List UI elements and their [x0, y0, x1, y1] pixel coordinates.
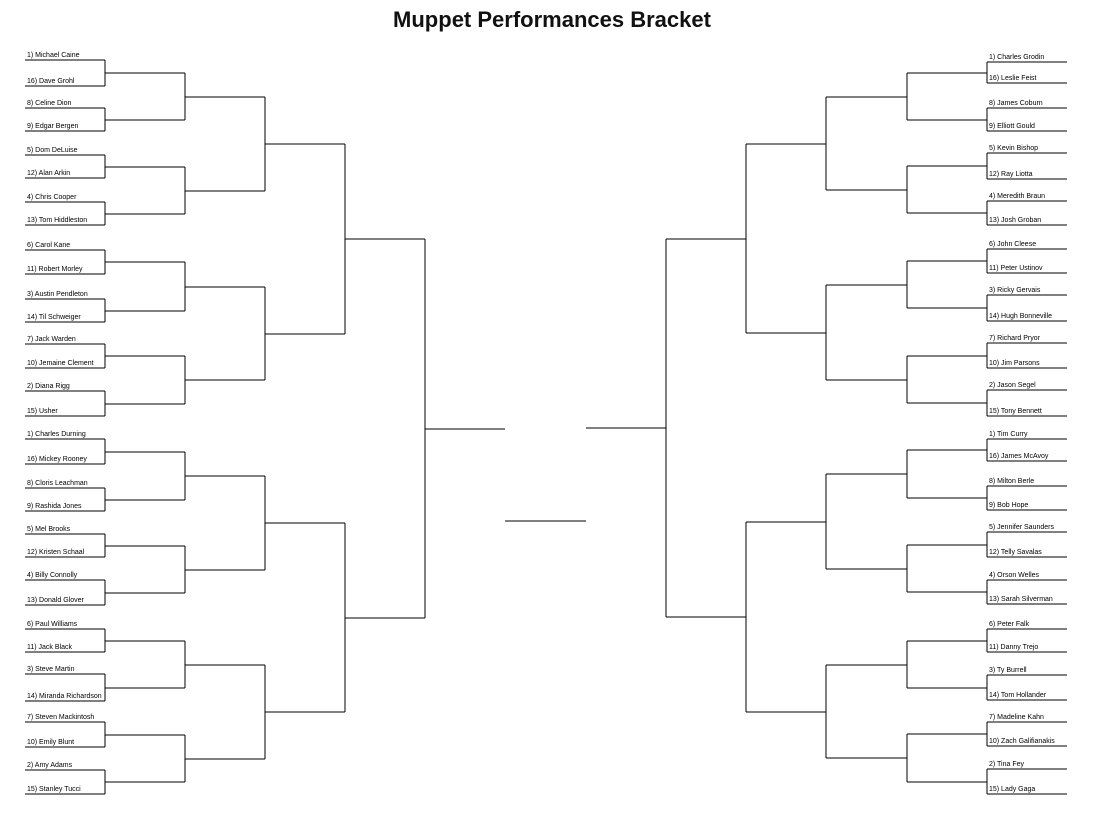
entrant-label: 15) Stanley Tucci: [27, 786, 81, 793]
entrant-label: 3) Steve Martin: [27, 666, 75, 673]
entrant-label: 12) Telly Savalas: [989, 549, 1042, 556]
entrant-names: 1) Michael Caine 16) Dave Grohl 8) Celine …: [27, 52, 1055, 793]
entrant-label: 16) Leslie Feist: [989, 75, 1037, 82]
entrant-label: 14) Hugh Bonneville: [989, 313, 1052, 320]
entrant-label: 5) Dom DeLuise: [27, 147, 78, 154]
entrant-label: 10) Zach Galifianakis: [989, 738, 1055, 745]
entrant-label: 13) Tom Hiddleston: [27, 217, 87, 224]
entrant-label: 13) Donald Glover: [27, 597, 84, 604]
entrant-label: 11) Danny Trejo: [989, 644, 1038, 651]
entrant-label: 3) Ty Burrell: [989, 667, 1027, 674]
entrant-label: 4) Orson Welles: [989, 572, 1040, 579]
entrant-label: 8) Cloris Leachman: [27, 480, 88, 487]
entrant-label: 9) Elliott Gould: [989, 123, 1035, 130]
page-title: Muppet Performances Bracket: [393, 7, 711, 32]
entrant-label: 1) Tim Curry: [989, 431, 1028, 438]
entrant-label: 15) Usher: [27, 408, 58, 415]
entrant-label: 14) Til Schweiger: [27, 314, 81, 321]
entrant-label: 15) Lady Gaga: [989, 786, 1035, 793]
entrant-label: 11) Peter Ustinov: [989, 265, 1043, 272]
entrant-label: 8) Milton Berle: [989, 478, 1034, 485]
entrant-label: 11) Robert Morley: [27, 266, 83, 273]
entrant-label: 4) Chris Cooper: [27, 194, 77, 201]
entrant-label: 1) Charles Grodin: [989, 54, 1044, 61]
entrant-label: 9) Bob Hope: [989, 502, 1028, 509]
entrant-label: 5) Kevin Bishop: [989, 145, 1038, 152]
entrant-label: 1) Michael Caine: [27, 52, 80, 59]
bracket-lines: [25, 59, 1067, 795]
entrant-label: 3) Ricky Gervais: [989, 287, 1041, 294]
entrant-label: 14) Miranda Richardson: [27, 693, 102, 700]
entrant-label: 4) Meredith Braun: [989, 193, 1045, 200]
entrant-label: 12) Kristen Schaal: [27, 549, 85, 556]
entrant-label: 12) Alan Arkin: [27, 170, 70, 177]
entrant-label: 10) Emily Blunt: [27, 739, 74, 746]
entrant-label: 13) Sarah Silverman: [989, 596, 1053, 603]
entrant-label: 8) James Coburn: [989, 100, 1043, 107]
entrant-label: 9) Rashida Jones: [27, 503, 82, 510]
entrant-label: 14) Tom Hollander: [989, 692, 1047, 699]
entrant-label: 11) Jack Black: [27, 644, 72, 651]
entrant-label: 7) Steven Mackintosh: [27, 714, 94, 721]
entrant-label: 7) Jack Warden: [27, 336, 76, 343]
entrant-label: 2) Tina Fey: [989, 761, 1025, 768]
entrant-label: 16) James McAvoy: [989, 453, 1049, 460]
entrant-label: 16) Mickey Rooney: [27, 456, 87, 463]
entrant-label: 6) Paul Williams: [27, 621, 78, 628]
entrant-label: 15) Tony Bennett: [989, 408, 1042, 415]
entrant-label: 2) Amy Adams: [27, 762, 73, 769]
entrant-label: 12) Ray Liotta: [989, 171, 1033, 178]
entrant-label: 8) Celine Dion: [27, 100, 71, 107]
entrant-label: 13) Josh Groban: [989, 217, 1041, 224]
entrant-label: 3) Austin Pendleton: [27, 291, 88, 298]
entrant-label: 2) Diana Rigg: [27, 383, 70, 390]
entrant-label: 10) Jim Parsons: [989, 360, 1040, 367]
entrant-label: 5) Jennifer Saunders: [989, 524, 1054, 531]
entrant-label: 9) Edgar Bergen: [27, 123, 78, 130]
entrant-label: 5) Mel Brooks: [27, 526, 71, 533]
entrant-label: 6) John Cleese: [989, 241, 1036, 248]
entrant-label: 7) Madeline Kahn: [989, 714, 1044, 721]
entrant-label: 4) Billy Connolly: [27, 572, 78, 579]
entrant-label: 6) Carol Kane: [27, 242, 70, 249]
entrant-label: 10) Jemaine Clement: [27, 360, 94, 367]
entrant-label: 7) Richard Pryor: [989, 335, 1041, 342]
entrant-label: 1) Charles Durning: [27, 431, 86, 438]
entrant-label: 2) Jason Segel: [989, 382, 1036, 389]
entrant-label: 6) Peter Falk: [989, 621, 1030, 628]
entrant-label: 16) Dave Grohl: [27, 78, 75, 85]
